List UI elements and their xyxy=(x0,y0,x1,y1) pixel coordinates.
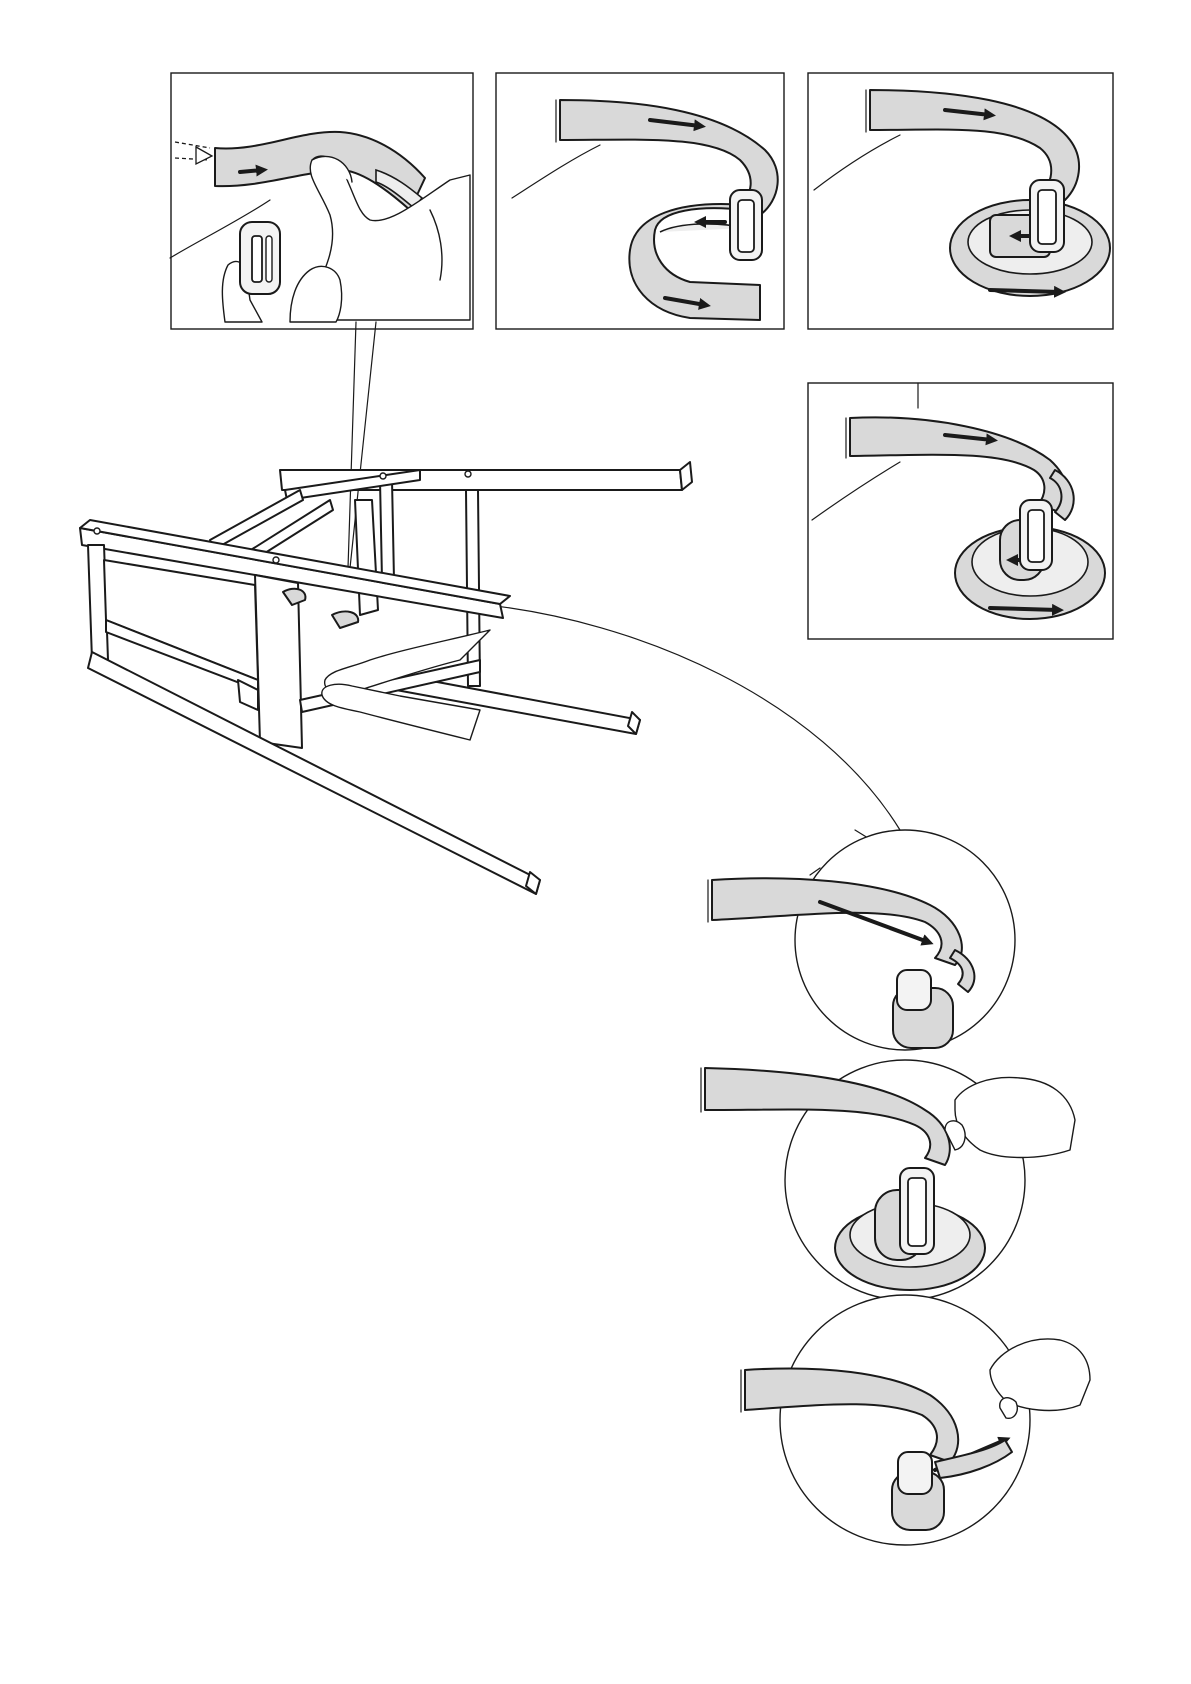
circle-detail-2 xyxy=(701,1060,1075,1300)
panel-step-4 xyxy=(808,383,1113,639)
panel-step-1 xyxy=(170,73,473,329)
upside-down-chair-frame-icon xyxy=(80,462,692,894)
circle-detail-3 xyxy=(741,1295,1090,1545)
panel-step-2 xyxy=(496,73,784,329)
circle-detail-1 xyxy=(708,830,1015,1050)
panel-step-3 xyxy=(808,73,1113,329)
